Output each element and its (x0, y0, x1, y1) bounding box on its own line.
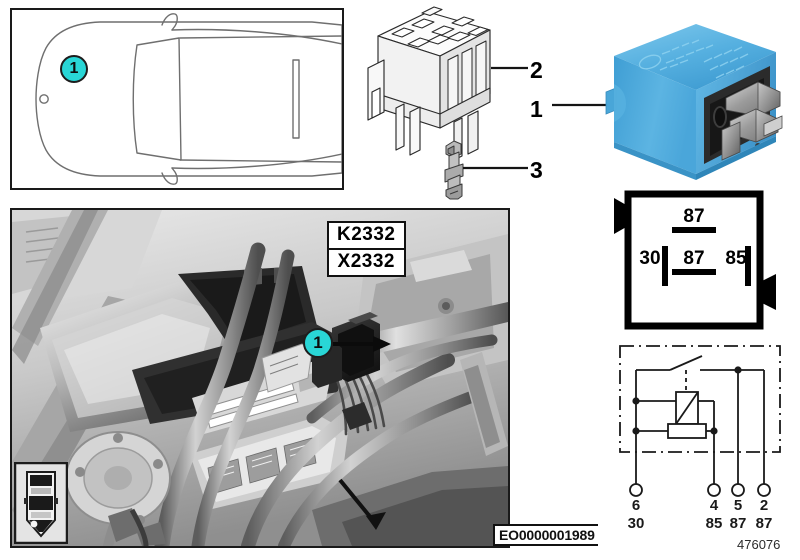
schematic-designations: 30 85 87 87 (628, 515, 773, 532)
vehicle-callout-1: 1 (60, 55, 88, 83)
figure-number: 476076 (737, 537, 781, 552)
contact-terminal-pin-art (444, 140, 464, 200)
vehicle-location-panel: 1 (10, 8, 344, 190)
schematic-pin-6: 6 (632, 497, 640, 514)
schematic-pin-4: 4 (710, 497, 719, 514)
leader-line-item-1 (552, 103, 608, 107)
exploded-parts-drawing (367, 6, 528, 200)
schematic-junctions (632, 366, 742, 435)
schematic-pin-5: 5 (734, 497, 742, 514)
blue-relay-photo (605, 24, 783, 180)
schematic-terminals (629, 483, 771, 497)
label-leader-arrow (338, 478, 386, 530)
vehicle-orientation-icon (14, 462, 68, 544)
component-label-x2332: X2332 (327, 249, 406, 277)
component-label-k2332: K2332 (327, 221, 406, 250)
schematic-designation-30: 30 (628, 515, 645, 532)
pin-bar-30 (662, 246, 668, 286)
pin-bar-top-87 (672, 227, 716, 233)
schematic-designation-87b: 87 (756, 515, 773, 532)
relay-circuit-schematic: 6 4 5 2 (619, 345, 781, 514)
pin-bar-mid-87 (672, 269, 716, 275)
part-number-1: 1 (530, 96, 543, 122)
schematic-pin-2: 2 (760, 497, 768, 514)
target-relay-in-photo (312, 312, 380, 388)
pin-label-mid-87: 87 (683, 248, 704, 269)
pin-label-top-87: 87 (683, 206, 704, 227)
schematic-enclosure (619, 345, 781, 453)
leader-lines (463, 66, 528, 170)
engine-bay-photo (12, 210, 508, 546)
part-number-3: 3 (530, 157, 543, 183)
engine-bay-photo-panel (10, 208, 510, 548)
pin-label-30: 30 (639, 248, 660, 269)
source-watermark: EO0000001989 (493, 524, 598, 546)
schematic-designation-87a: 87 (730, 515, 747, 532)
relay-socket-housing-art (367, 6, 491, 161)
relay-terminal-layout-diagram: 87 30 87 85 (614, 190, 776, 330)
photo-callout-1: 1 (303, 328, 333, 358)
schematic-designation-85: 85 (706, 515, 723, 532)
pin-bar-85 (745, 246, 751, 286)
component-label-stack: K2332 X2332 (327, 221, 406, 277)
pin-label-85: 85 (725, 248, 747, 269)
part-number-2: 2 (530, 57, 543, 83)
vehicle-top-view-drawing (35, 13, 342, 185)
callout-1-arrow (333, 336, 391, 352)
